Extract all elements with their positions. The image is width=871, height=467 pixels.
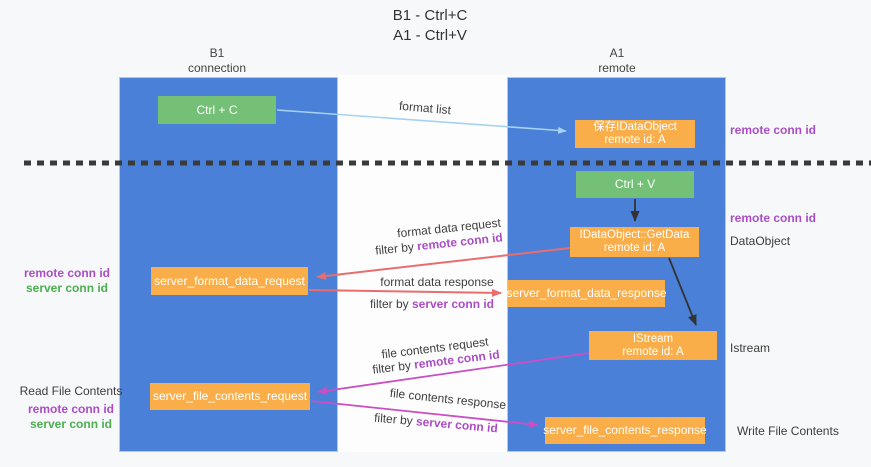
- istream-side-label: Istream: [730, 341, 771, 355]
- b1-column-header-sub: connection: [187, 61, 247, 75]
- server-file-contents-request-node[interactable]: server_file_contents_request: [150, 383, 310, 410]
- getdata-line2: remote id: A: [603, 242, 666, 254]
- server-file-contents-request-label: server_file_contents_request: [152, 389, 308, 403]
- b1-column-header-name: B1: [209, 46, 225, 60]
- server-conn-id-label-mid-left: server conn id: [25, 281, 109, 295]
- a1-column-header-name: A1: [609, 46, 625, 60]
- ctrl-c-node[interactable]: Ctrl + C: [158, 96, 276, 124]
- ctrl-v-node[interactable]: Ctrl + V: [576, 171, 694, 198]
- save-dataobject-line2: remote id: A: [604, 134, 666, 146]
- server-format-data-response-node[interactable]: server_format_data_response: [506, 280, 667, 307]
- istream-node[interactable]: IStream remote id: A: [589, 331, 717, 360]
- left-conn-id-group-mid: remote conn id server conn id: [2, 266, 132, 296]
- idataobject-getdata-node[interactable]: IDataObject::GetData remote id: A: [570, 227, 699, 257]
- a1-column-header-sub: remote: [598, 61, 636, 75]
- server-format-data-response-label: server_format_data_response: [506, 286, 667, 300]
- left-conn-id-group-bottom: remote conn id server conn id: [6, 402, 136, 432]
- server-file-contents-response-label: server_file_contents_response: [543, 423, 707, 437]
- istream-line1: IStream: [632, 332, 674, 345]
- format-data-response-filter-label: filter by server conn id: [342, 297, 522, 311]
- server-format-data-request-node[interactable]: server_format_data_request: [151, 267, 308, 295]
- getdata-line1: IDataObject::GetData: [579, 229, 690, 241]
- format-data-response-label: format data response: [380, 275, 494, 289]
- server-conn-id-label-bottom-left: server conn id: [29, 417, 113, 431]
- server-format-data-request-label: server_format_data_request: [154, 273, 305, 288]
- read-file-contents-label: Read File Contents: [19, 384, 123, 398]
- title-line-2: A1 - Ctrl+V: [393, 27, 467, 44]
- remote-conn-id-label-mid-right: remote conn id: [730, 211, 817, 225]
- filter-by-text: filter by: [369, 297, 412, 311]
- a1-column-header: A1 remote: [522, 46, 712, 76]
- ctrl-v-label: Ctrl + V: [614, 177, 656, 191]
- diagram-title: B1 - Ctrl+C A1 - Ctrl+V: [300, 6, 560, 46]
- b1-column-header: B1 connection: [122, 46, 312, 76]
- filter-id-text: server conn id: [411, 297, 495, 311]
- istream-line2: remote id: A: [622, 345, 684, 358]
- remote-conn-id-label-mid-left: remote conn id: [23, 266, 110, 280]
- save-dataobject-line1: 保存IDataObject: [593, 121, 677, 133]
- title-line-1: B1 - Ctrl+C: [392, 7, 468, 24]
- remote-conn-id-label-top-right: remote conn id: [730, 123, 817, 137]
- server-file-contents-response-node[interactable]: server_file_contents_response: [543, 417, 707, 444]
- save-dataobject-node[interactable]: 保存IDataObject remote id: A: [575, 120, 695, 148]
- ctrl-c-label: Ctrl + C: [196, 102, 238, 117]
- write-file-contents-label: Write File Contents: [737, 424, 839, 438]
- dataobject-label: DataObject: [730, 234, 791, 248]
- remote-conn-id-label-bottom-left: remote conn id: [27, 402, 114, 416]
